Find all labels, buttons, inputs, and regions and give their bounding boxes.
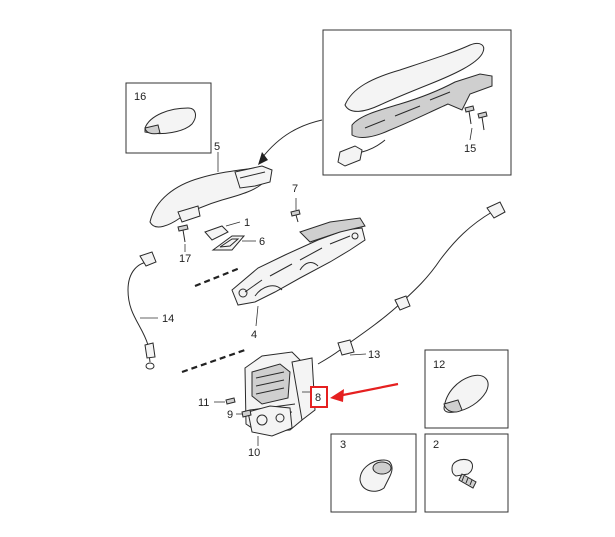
callout-15: 15 [464, 143, 476, 155]
part-6-gasket: 6 [211, 235, 265, 251]
callout-13: 13 [368, 349, 380, 361]
carrier-4-arm [299, 217, 366, 243]
part-17-screw: 17 [177, 224, 191, 265]
rod-dashed-upper [194, 266, 241, 288]
part-9-bolt: 9 [227, 409, 252, 421]
cable-14-line [127, 261, 151, 363]
callout-14: 14 [162, 313, 174, 325]
screw-15a [464, 105, 475, 125]
part-16-edge [144, 124, 161, 135]
inset-handle-bracket [351, 73, 493, 138]
callout-6: 6 [259, 236, 265, 248]
highlight-part-8: 8 [310, 382, 399, 408]
callout-3: 3 [340, 439, 346, 451]
detail-arrow [261, 119, 323, 159]
lock-8-mechanism [251, 363, 291, 405]
latch-10-body [247, 405, 293, 437]
highlight-arrow-shaft [337, 382, 399, 398]
callout-17: 17 [179, 253, 191, 265]
screw-15b [477, 111, 488, 131]
inset-handle-body [344, 42, 485, 112]
part-3-plug-top [372, 461, 392, 475]
latch-10-hole-b [275, 413, 285, 423]
callout-1: 1 [244, 217, 250, 229]
handle-5-end [234, 165, 273, 189]
part-7-screw: 7 [290, 183, 301, 223]
inset-wire [361, 139, 386, 153]
carrier-4-hole-b [351, 232, 359, 240]
handle-5-base [177, 205, 201, 223]
carrier-4-detail [244, 235, 351, 297]
callout-16: 16 [134, 91, 146, 103]
cable-14-end-top [139, 251, 157, 267]
box-part-16: 16 [125, 82, 212, 154]
inset-connector [337, 145, 363, 167]
latch-10-hole [256, 414, 268, 426]
lock-8-ribs [255, 371, 285, 395]
part-2-screw [451, 459, 477, 489]
leader-4 [255, 305, 259, 327]
part-12-edge [443, 399, 463, 413]
highlight-arrow-head [330, 389, 344, 402]
cable-14-end-bottom [144, 342, 156, 359]
part-4-handle-carrier: 4 [231, 217, 366, 341]
callout-5: 5 [214, 141, 220, 153]
carrier-4-hole [238, 288, 248, 298]
cable-13-end-bottom [337, 339, 355, 356]
leader-13 [349, 353, 367, 356]
inset-bracket-ribs [364, 91, 451, 129]
carrier-4-body [231, 227, 366, 306]
part-10-latch: 10 [247, 405, 293, 459]
callout-8: 8 [315, 392, 321, 404]
part-13-cable: 13 [337, 201, 506, 361]
detail-arrow-head [258, 152, 268, 165]
cable-13-line [344, 211, 493, 347]
callout-2: 2 [433, 439, 439, 451]
rod-dashed-lower [181, 348, 246, 374]
callout-4: 4 [251, 329, 257, 341]
callout-10: 10 [248, 447, 260, 459]
cable-13-end-top [486, 201, 506, 219]
cable-13-clip [394, 295, 411, 311]
leader-15 [469, 127, 473, 141]
box-part-12: 12 [424, 349, 509, 429]
cable-14-eye [145, 362, 155, 370]
detail-inset-handle: 15 [322, 29, 512, 176]
highlight-box [310, 386, 328, 408]
part-5-outer-handle: 5 [149, 141, 273, 228]
callout-12: 12 [433, 359, 445, 371]
callout-11: 11 [198, 397, 209, 409]
lock-8-plate [291, 357, 316, 421]
box-part-2: 2 [424, 433, 509, 513]
callout-9: 9 [227, 409, 233, 421]
leader-1 [225, 221, 241, 227]
handle-5-line [239, 171, 266, 179]
part-14-cable: 14 [127, 251, 174, 370]
part-1-insert: 1 [204, 217, 250, 241]
cable-13-to-lock [317, 349, 341, 365]
box-part-3: 3 [330, 433, 417, 513]
callout-7: 7 [292, 183, 298, 195]
part-11-screw: 11 [198, 397, 236, 409]
